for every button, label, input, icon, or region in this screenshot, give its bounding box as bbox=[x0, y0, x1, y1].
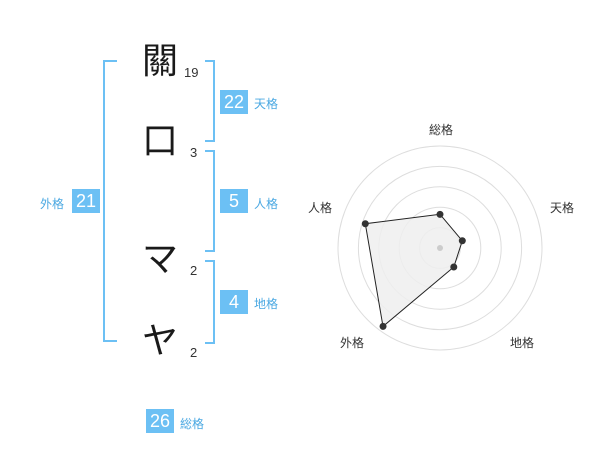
name-char-1: 關 bbox=[141, 41, 178, 82]
tenkaku-label: 天格 bbox=[254, 97, 279, 111]
radar-center-dot bbox=[437, 245, 443, 251]
radar-ring bbox=[357, 165, 523, 331]
radar-ring bbox=[337, 145, 543, 351]
radar-point-0 bbox=[436, 210, 444, 218]
tenkaku-bracket bbox=[205, 60, 215, 142]
soukaku-label: 総格 bbox=[180, 417, 205, 431]
gaikaku-label: 外格 bbox=[40, 197, 65, 211]
jinkaku-label: 人格 bbox=[254, 197, 279, 211]
stroke-count-4: 2 bbox=[190, 345, 198, 360]
tenkaku-value: 22 bbox=[220, 90, 248, 114]
gaikaku-bracket bbox=[103, 60, 117, 342]
gaikaku-value: 21 bbox=[72, 189, 100, 213]
stroke-count-1: 19 bbox=[184, 65, 199, 80]
stroke-count-3: 2 bbox=[190, 263, 198, 278]
radar-polygon bbox=[364, 213, 463, 328]
chikaku-label: 地格 bbox=[254, 297, 279, 311]
radar-label-chikaku: 地格 bbox=[510, 336, 535, 350]
radar-label-soukaku: 総格 bbox=[429, 123, 454, 137]
chikaku-bracket bbox=[205, 260, 215, 344]
radar-point-3 bbox=[379, 322, 387, 330]
name-char-2: 口 bbox=[141, 121, 178, 162]
chikaku-value: 4 bbox=[220, 290, 248, 314]
jinkaku-value: 5 bbox=[220, 189, 248, 213]
radar-point-1 bbox=[458, 237, 466, 245]
radar-point-4 bbox=[361, 220, 369, 228]
soukaku-value: 26 bbox=[146, 409, 174, 433]
jinkaku-bracket bbox=[205, 150, 215, 252]
name-char-4: ヤ bbox=[141, 321, 178, 362]
radar-point-2 bbox=[450, 263, 458, 271]
name-char-3: マ bbox=[141, 239, 178, 280]
radar-label-gaikaku: 外格 bbox=[340, 336, 365, 350]
radar-label-jinkaku: 人格 bbox=[308, 201, 333, 215]
radar-label-tenkaku: 天格 bbox=[550, 201, 575, 215]
stroke-count-2: 3 bbox=[190, 145, 198, 160]
